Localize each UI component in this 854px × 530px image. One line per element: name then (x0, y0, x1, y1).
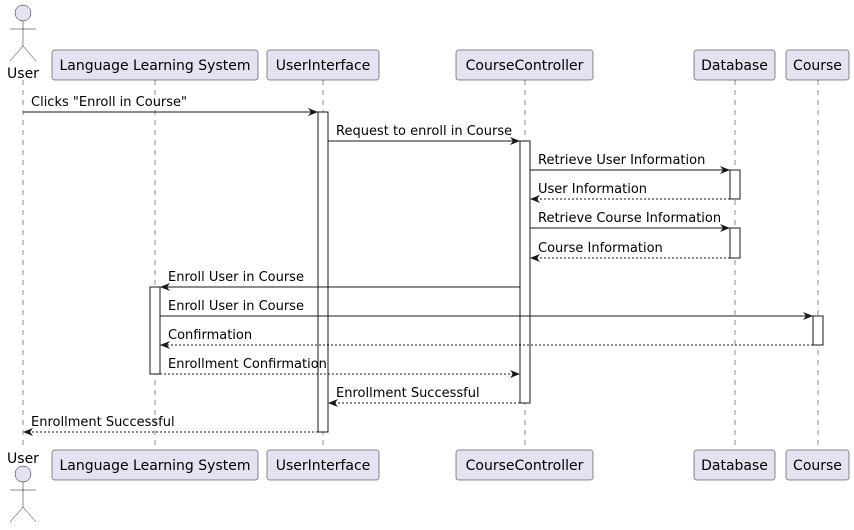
participant-box-course-top: Course (785, 49, 850, 81)
activation-bar-ui (317, 111, 329, 433)
participant-box-course-bottom: Course (785, 449, 850, 481)
actor-label-top: User (7, 66, 39, 82)
message-label: Enrollment Successful (31, 415, 175, 430)
activation-bar-course (812, 315, 824, 346)
message-12: Enrollment Successful (23, 415, 318, 436)
activation-bar-db (729, 169, 741, 200)
participant-label-db: Database (701, 458, 768, 474)
activation-bar-cc (519, 140, 531, 404)
participant-box-cc-bottom: CourseController (455, 449, 594, 481)
participant-label-cc: CourseController (466, 458, 584, 474)
message-label: Request to enroll in Course (336, 124, 512, 139)
participant-box-db-bottom: Database (693, 449, 776, 481)
actor-figure-bottom (9, 465, 37, 523)
participant-box-lls-top: Language Learning System (51, 49, 259, 81)
message-label: Enrollment Confirmation (168, 357, 327, 372)
message-2: Request to enroll in Course (328, 124, 520, 145)
message-label: User Information (538, 182, 647, 197)
participant-label-course: Course (793, 458, 842, 474)
message-label: Clicks "Enroll in Course" (31, 95, 187, 110)
message-10: Enrollment Confirmation (160, 357, 520, 378)
message-1: Clicks "Enroll in Course" (23, 95, 318, 116)
actor-figure-top (9, 4, 37, 62)
message-4: User Information (530, 182, 730, 203)
message-label: Retrieve Course Information (538, 211, 721, 226)
actor-head-icon (14, 4, 32, 22)
message-5: Retrieve Course Information (530, 211, 730, 232)
message-6: Course Information (530, 241, 730, 262)
message-label: Retrieve User Information (538, 153, 705, 168)
message-3: Retrieve User Information (530, 153, 730, 174)
actor-label-bottom: User (7, 451, 39, 467)
participant-label-cc: CourseController (466, 58, 584, 74)
message-label: Course Information (538, 241, 663, 256)
participant-label-course: Course (793, 58, 842, 74)
activation-bar-lls (149, 286, 161, 375)
participant-label-lls: Language Learning System (60, 458, 251, 474)
participant-box-lls-bottom: Language Learning System (51, 449, 259, 481)
message-label: Enrollment Successful (336, 386, 480, 401)
activation-bar-db (729, 227, 741, 259)
message-11: Enrollment Successful (328, 386, 520, 407)
participant-label-ui: UserInterface (276, 458, 371, 474)
participant-label-lls: Language Learning System (60, 58, 251, 74)
participant-box-cc-top: CourseController (455, 49, 594, 81)
participant-box-db-top: Database (693, 49, 776, 81)
actor-head-icon (14, 465, 32, 483)
participant-box-ui-top: UserInterface (266, 49, 380, 81)
participant-label-db: Database (701, 58, 768, 74)
message-8: Enroll User in Course (160, 299, 813, 320)
participant-label-ui: UserInterface (276, 58, 371, 74)
message-label: Confirmation (168, 328, 252, 343)
message-label: Enroll User in Course (168, 270, 304, 285)
message-7: Enroll User in Course (160, 270, 520, 291)
message-label: Enroll User in Course (168, 299, 304, 314)
participant-box-ui-bottom: UserInterface (266, 449, 380, 481)
message-9: Confirmation (160, 328, 813, 349)
